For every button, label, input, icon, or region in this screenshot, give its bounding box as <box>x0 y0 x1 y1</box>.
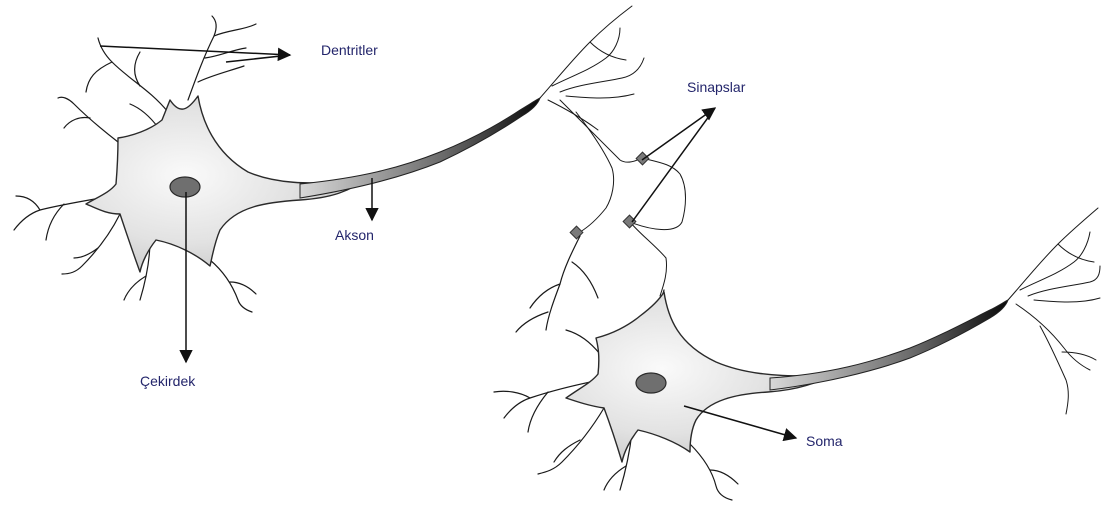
neuron-2-axon-terminals <box>1008 208 1100 414</box>
neuron-2-nucleus <box>636 373 666 393</box>
neuron-1-axon <box>300 98 540 198</box>
neuron-1-axon-terminals <box>540 6 686 296</box>
label-synapses: Sinapslar <box>687 79 746 95</box>
label-nucleus: Çekirdek <box>140 373 196 389</box>
synapse-marker <box>570 226 583 239</box>
dendrites-pointer-2 <box>226 55 290 62</box>
label-axon: Akson <box>335 227 374 243</box>
soma-pointer <box>684 406 796 438</box>
neuron-2 <box>494 208 1100 500</box>
neuron-2-axon <box>770 300 1008 390</box>
synapses-pointer <box>642 108 715 160</box>
synapses-pointer-2 <box>632 108 715 222</box>
synapse-marker <box>636 152 649 165</box>
label-soma: Soma <box>806 433 843 449</box>
dendrites-pointer <box>100 46 290 55</box>
label-dendrites: Dentritler <box>321 42 378 58</box>
synapses <box>570 152 649 239</box>
neuron-1-nucleus <box>170 177 200 197</box>
